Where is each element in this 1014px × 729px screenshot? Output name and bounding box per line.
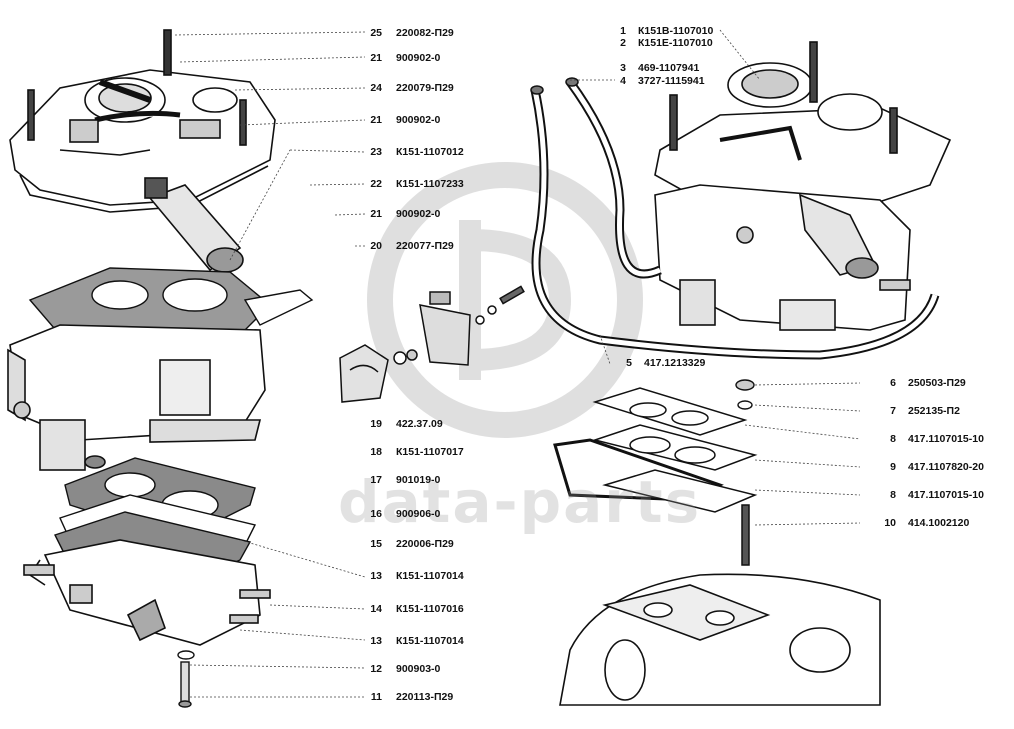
- left-part-code: К151-1107233: [396, 178, 464, 190]
- solenoid-valve: [144, 177, 244, 273]
- left-callout-number: 21: [370, 114, 382, 126]
- right-callout-number: 4: [620, 75, 626, 87]
- watermark-logo: [367, 162, 643, 438]
- right-callout-number: 2: [620, 37, 626, 49]
- bracket-clamp: [339, 344, 418, 403]
- flange-gaskets: [553, 387, 758, 566]
- right-part-code: 417.1107015-10: [908, 433, 984, 445]
- right-callout-number: 8: [890, 489, 896, 501]
- left-part-code: 901019-0: [396, 474, 441, 486]
- gasket-upper: [28, 267, 314, 346]
- left-callout-number: 13: [370, 635, 382, 647]
- right-callout-number: 5: [626, 357, 632, 369]
- left-callout-number: 18: [370, 446, 382, 458]
- right-callout-number: 3: [620, 62, 626, 74]
- left-part-code: 220082-П29: [396, 27, 454, 39]
- right-part-code: К151Е-1107010: [638, 37, 713, 49]
- left-part-code: 900902-0: [396, 52, 441, 64]
- left-part-code: 900906-0: [396, 508, 441, 520]
- right-part-code: 250503-П29: [908, 377, 966, 389]
- right-callout-number: 6: [890, 377, 896, 389]
- right-callout-number: 8: [890, 433, 896, 445]
- right-callout-number: 1: [620, 25, 626, 37]
- left-callout-number: 17: [370, 474, 382, 486]
- screw-washer-bolt: [177, 650, 195, 708]
- left-callout-number: 21: [370, 208, 382, 220]
- left-part-code: К151-1107012: [396, 146, 464, 158]
- right-part-code: 414.1002120: [908, 517, 970, 529]
- left-part-code: К151-1107016: [396, 603, 464, 615]
- nut-washer: [735, 379, 755, 410]
- left-callout-number: 14: [370, 603, 382, 615]
- right-part-code: 252135-П2: [908, 405, 960, 417]
- right-part-code: 469-1107941: [638, 62, 700, 74]
- right-part-code: 417.1213329: [644, 357, 706, 369]
- left-callout-number: 22: [370, 178, 382, 190]
- vacuum-hose: [530, 77, 940, 360]
- left-callout-number: 23: [370, 146, 382, 158]
- right-callout-number: 9: [890, 461, 896, 473]
- left-callout-number: 19: [370, 418, 382, 430]
- throttle-body: [23, 539, 271, 646]
- left-part-code: 900903-0: [396, 663, 441, 675]
- left-part-code: К151-1107014: [396, 570, 464, 582]
- left-part-code: 422.37.09: [396, 418, 443, 430]
- right-callout-number: 10: [884, 517, 896, 529]
- left-part-code: К151-1107014: [396, 635, 464, 647]
- left-part-code: 220006-П29: [396, 538, 454, 550]
- left-part-code: 900902-0: [396, 114, 441, 126]
- left-callout-number: 25: [370, 27, 382, 39]
- left-part-code: 220079-П29: [396, 82, 454, 94]
- left-callout-number: 24: [370, 82, 382, 94]
- left-part-code: 220077-П29: [396, 240, 454, 252]
- right-part-code: 417.1107015-10: [908, 489, 984, 501]
- microswitch: [419, 285, 525, 366]
- left-part-code: К151-1107017: [396, 446, 464, 458]
- right-part-code: 3727-1115941: [638, 75, 705, 87]
- watermark-text: data-parts: [338, 468, 702, 536]
- leader-lines: [174, 29, 861, 698]
- carburetor-body: [7, 324, 266, 471]
- left-callout-number: 12: [370, 663, 382, 675]
- left-callout-number: 16: [370, 508, 382, 520]
- right-part-code: 417.1107820-20: [908, 461, 984, 473]
- right-callout-number: 7: [890, 405, 896, 417]
- left-part-code: 220113-П29: [396, 691, 454, 703]
- left-callout-number: 13: [370, 570, 382, 582]
- left-callout-number: 21: [370, 52, 382, 64]
- right-part-code: К151В-1107010: [638, 25, 714, 37]
- left-callout-number: 20: [370, 240, 382, 252]
- carburetor-top-cover: [9, 29, 276, 213]
- left-callout-number: 11: [370, 691, 382, 703]
- intake-manifold: [559, 573, 881, 706]
- left-callout-number: 15: [370, 538, 382, 550]
- left-part-code: 900902-0: [396, 208, 441, 220]
- carburetor-assembly: [654, 41, 952, 331]
